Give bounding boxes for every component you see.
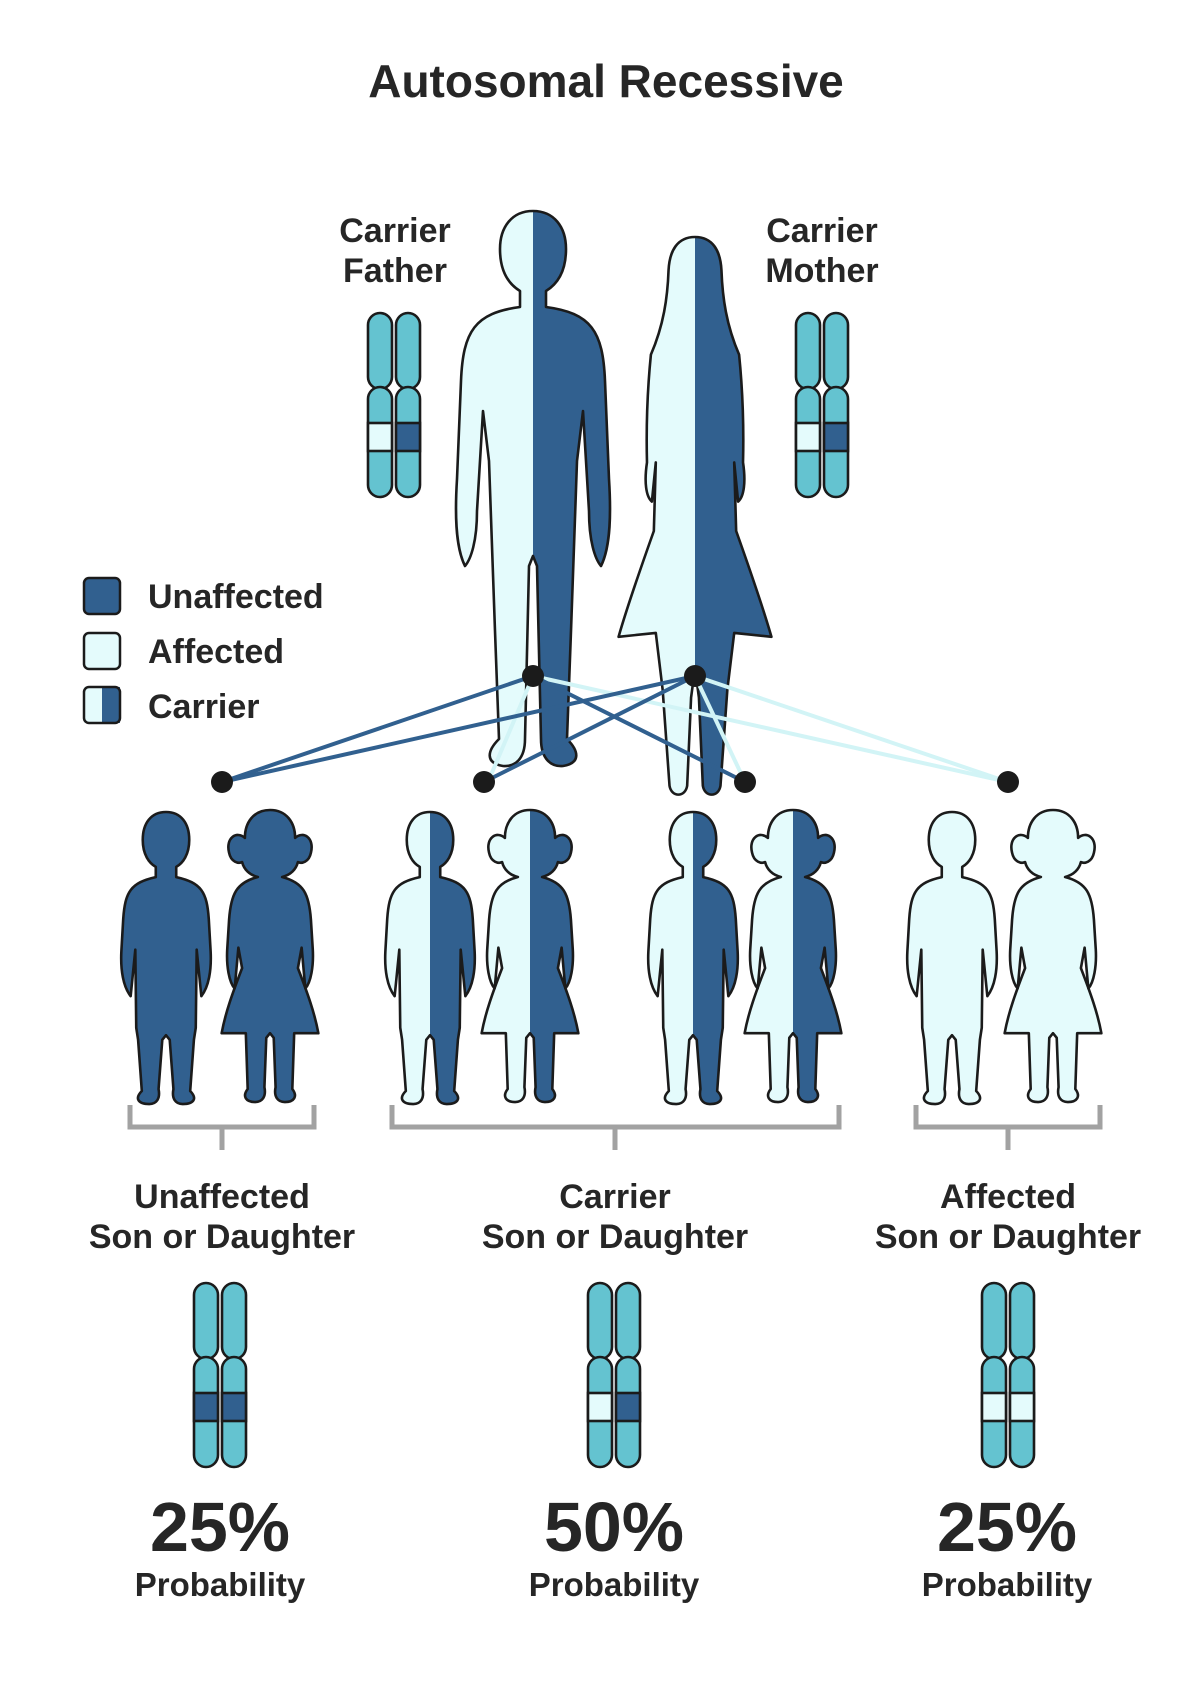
child-node-1: [211, 771, 233, 793]
father-node: [522, 665, 544, 687]
outcome-2-allele-1: [586, 1391, 614, 1423]
father-chromosome-2: [394, 311, 422, 499]
bracket-unaffected: [127, 1105, 317, 1150]
legend-label-affected: Affected: [148, 633, 284, 671]
line-mother-to-carrier-2: [693, 675, 747, 783]
line-mother-to-unaffected: [221, 674, 696, 784]
child-1-boy-unaffected: [119, 810, 213, 1106]
legend-label-carrier: Carrier: [148, 688, 260, 726]
outcome-3-allele-2: [1008, 1391, 1036, 1423]
outcome-2-allele-2: [614, 1391, 642, 1423]
mother-label-line1: Carrier: [766, 212, 878, 250]
children-group: [119, 808, 1103, 1106]
line-father-to-carrier-1: [486, 675, 535, 783]
outcome-3-chromosome-1: [980, 1281, 1008, 1469]
line-father-to-carrier-2: [532, 674, 746, 784]
mother-allele-2: [822, 421, 850, 453]
child-6-girl-carrier: [743, 808, 843, 1104]
father-label-line1: Carrier: [339, 212, 451, 250]
bracket-affected: [913, 1105, 1103, 1150]
child-node-4: [997, 771, 1019, 793]
unaffected-swatch: [82, 576, 122, 616]
legend-label-unaffected: Unaffected: [148, 578, 324, 616]
probability-label-carrier: Probability: [529, 1566, 700, 1603]
outcome-label-carrier-line1: Carrier: [559, 1178, 671, 1216]
mother-chromosome-1: [794, 311, 822, 499]
outcome-chromosomes: [192, 1281, 1036, 1469]
child-4-girl-carrier: [480, 808, 580, 1104]
probability-value-affected: 25%: [937, 1488, 1077, 1566]
affected-swatch: [82, 631, 122, 671]
legend-item-affected: Affected: [82, 631, 284, 671]
outcome-2-chromosome-1: [586, 1281, 614, 1469]
legend: Unaffected Affected Carrier: [82, 576, 324, 726]
child-2-girl-unaffected: [220, 808, 320, 1104]
outcome-label-affected-line2: Son or Daughter: [875, 1218, 1141, 1256]
father-allele-2: [394, 421, 422, 453]
legend-item-unaffected: Unaffected: [82, 576, 324, 616]
probability-value-unaffected: 25%: [150, 1488, 290, 1566]
diagram-title: Autosomal Recessive: [368, 55, 844, 107]
child-8-girl-affected: [1003, 808, 1103, 1104]
carrier-swatch: [82, 685, 122, 725]
outcome-3-chromosome-2: [1008, 1281, 1036, 1469]
child-node-3: [734, 771, 756, 793]
probability-label-unaffected: Probability: [135, 1566, 306, 1603]
father-allele-1: [366, 421, 394, 453]
mother-allele-1: [794, 421, 822, 453]
line-mother-to-affected: [694, 674, 1009, 784]
line-mother-to-carrier-1: [483, 674, 696, 784]
mother-chromosome-pair: [794, 311, 850, 499]
child-5-boy-carrier: [646, 810, 740, 1106]
probability-label-affected: Probability: [922, 1566, 1093, 1603]
outcome-label-affected-line1: Affected: [940, 1178, 1076, 1216]
father-label-line2: Father: [343, 252, 447, 290]
bracket-carrier: [389, 1105, 842, 1150]
legend-item-carrier: Carrier: [82, 685, 260, 726]
line-father-to-affected: [532, 674, 1009, 784]
outcome-1-chromosome-1: [192, 1281, 220, 1469]
outcome-brackets: [127, 1105, 1103, 1150]
mother-chromosome-2: [822, 311, 850, 499]
outcome-1-chromosome-2: [220, 1281, 248, 1469]
mother-node: [684, 665, 706, 687]
outcome-1-allele-1: [192, 1391, 220, 1423]
father-chromosome-1: [366, 311, 394, 499]
outcome-1-allele-2: [220, 1391, 248, 1423]
outcome-label-unaffected-line2: Son or Daughter: [89, 1218, 355, 1256]
line-father-to-unaffected: [221, 674, 534, 784]
outcome-3-allele-1: [980, 1391, 1008, 1423]
child-7-boy-affected: [905, 810, 999, 1106]
child-node-2: [473, 771, 495, 793]
inheritance-lines: [211, 665, 1019, 793]
outcome-2-chromosome-2: [614, 1281, 642, 1469]
mother-label-line2: Mother: [765, 252, 878, 290]
probability-value-carrier: 50%: [544, 1488, 684, 1566]
outcome-label-carrier-line2: Son or Daughter: [482, 1218, 748, 1256]
father-chromosome-pair: [366, 311, 422, 499]
child-3-boy-carrier: [383, 810, 477, 1106]
outcome-label-unaffected-line1: Unaffected: [134, 1178, 310, 1216]
